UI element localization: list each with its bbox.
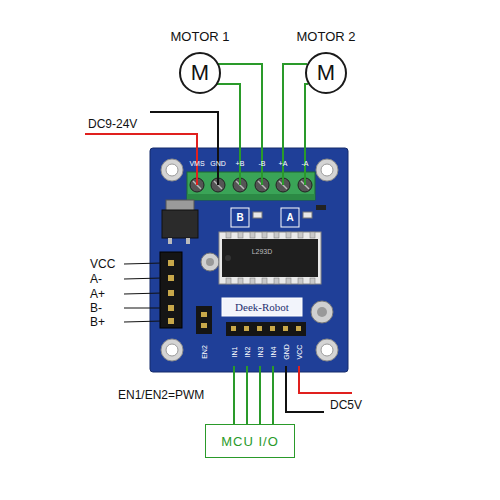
pin-name: +A — [279, 160, 288, 167]
pin-name: -B — [259, 160, 266, 167]
part-name: MOTOR 2 — [297, 30, 356, 43]
motor-symbol: MOTOR 2M — [305, 52, 347, 94]
pin-name: -A — [302, 160, 309, 167]
signal-name: VCC — [90, 258, 115, 270]
pin-name: IN4 — [270, 347, 277, 358]
pin-name: VMS — [189, 160, 204, 167]
supply-label: DC9-24V — [88, 118, 137, 130]
driver-chip — [219, 232, 321, 284]
pin-name: EN2 — [201, 345, 208, 359]
mounting-holes — [161, 159, 338, 361]
mcu-wires — [234, 366, 273, 424]
terminal-block — [187, 172, 315, 200]
symbol-letter: M — [317, 62, 335, 84]
symbol-letter: MCU I/O — [221, 435, 279, 448]
pin-name: IN2 — [244, 347, 251, 358]
pin-name: IN3 — [257, 347, 264, 358]
supply-wire — [85, 134, 197, 185]
signal-name: A+ — [90, 288, 105, 300]
led-indicators — [231, 205, 326, 227]
pin-name: IN1 — [231, 347, 238, 358]
stepper-header — [160, 252, 182, 328]
motor-wires — [217, 64, 308, 185]
leader-lines — [124, 263, 162, 322]
led-label: B — [236, 213, 243, 223]
brand-plate — [222, 298, 302, 316]
part-name: MOTOR 1 — [171, 30, 230, 43]
symbol-letter: M — [191, 62, 209, 84]
voltage-regulator — [162, 200, 198, 244]
logic-supply-wire — [299, 366, 352, 393]
signal-name: B+ — [90, 316, 105, 328]
supply-label: DC5V — [330, 399, 362, 411]
motor-symbol: MOTOR 1M — [179, 52, 221, 94]
control-header — [226, 322, 306, 336]
led-label: A — [286, 213, 293, 223]
pin-name: +B — [236, 160, 245, 167]
pin-name: GND — [210, 160, 226, 167]
enable-jumper — [196, 306, 212, 334]
pin-name: GND — [283, 344, 290, 360]
ground-wire — [150, 112, 218, 185]
signal-name: A- — [90, 273, 102, 285]
mcu-box: MCU I/O — [205, 424, 295, 458]
pin-name: VCC — [296, 345, 303, 360]
pcb-board — [150, 148, 348, 372]
note-text: EN1/EN2=PWM — [118, 389, 204, 401]
brand-name: Deek-Robot — [235, 302, 289, 313]
signal-name: B- — [90, 302, 102, 314]
chip-marking: L293D — [252, 248, 273, 255]
logic-ground-wire — [286, 366, 324, 412]
